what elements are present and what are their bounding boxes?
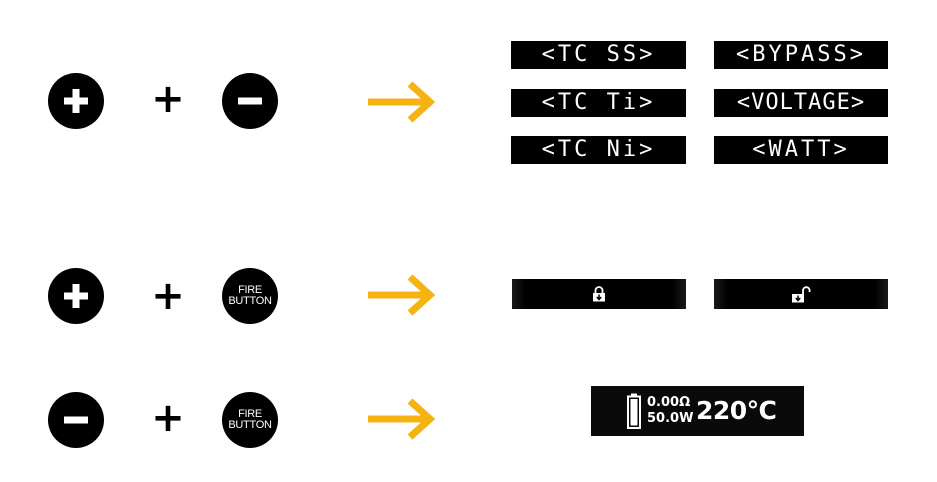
mode-watt: <WATT> bbox=[714, 136, 888, 164]
plus-sign: + bbox=[151, 76, 185, 122]
minus-button-icon bbox=[222, 73, 278, 129]
plus-button-icon bbox=[48, 73, 104, 129]
temperature-readout: 220℃ bbox=[696, 396, 777, 425]
device-main-screen: 0.00Ω 50.0W 220℃ bbox=[591, 386, 804, 436]
mode-voltage: <VOLTAGE> bbox=[714, 89, 888, 117]
fire-button-label-line2: BUTTON bbox=[228, 295, 272, 307]
battery-icon bbox=[627, 393, 641, 429]
arrow-right-icon bbox=[368, 274, 436, 316]
mode-tc-ti: <TC Ti> bbox=[511, 89, 686, 117]
resistance-readout: 0.00Ω bbox=[647, 395, 691, 410]
arrow-right-icon bbox=[368, 81, 436, 123]
fire-button-label-line1: FIRE bbox=[238, 284, 262, 296]
mode-tc-ss: <TC SS> bbox=[511, 41, 686, 69]
fire-button-label-line2: BUTTON bbox=[228, 419, 272, 431]
lock-screen bbox=[512, 279, 686, 309]
fire-button-label-line1: FIRE bbox=[238, 408, 262, 420]
minus-button-icon bbox=[48, 392, 104, 448]
unlock-icon bbox=[792, 285, 811, 302]
mode-bypass: <BYPASS> bbox=[714, 41, 888, 69]
plus-sign: + bbox=[151, 395, 185, 441]
lock-icon bbox=[593, 286, 605, 302]
unlock-screen bbox=[714, 279, 888, 309]
plus-sign: + bbox=[151, 273, 185, 319]
power-readout: 50.0W bbox=[647, 411, 694, 426]
arrow-right-icon bbox=[368, 398, 436, 440]
mode-tc-ni: <TC Ni> bbox=[511, 136, 686, 164]
plus-button-icon bbox=[48, 268, 104, 324]
